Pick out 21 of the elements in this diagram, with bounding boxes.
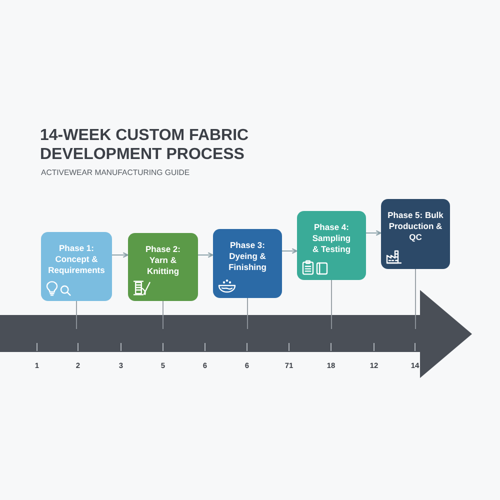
arrow	[366, 230, 382, 236]
arrow	[198, 252, 214, 258]
phase-box	[41, 232, 112, 301]
phase-title: Phase 1: Concept & Requirements	[47, 243, 106, 276]
leader-line	[247, 298, 248, 316]
arrow	[112, 252, 128, 258]
leader-line	[415, 268, 416, 316]
phase-box	[381, 199, 450, 269]
phase-title: Phase 5: Bulk Production & QC	[386, 210, 444, 243]
phase-title: Phase 3: Dyeing & Finishing	[228, 240, 268, 273]
title: 14-WEEK CUSTOM FABRIC DEVELOPMENT PROCESS	[40, 126, 250, 164]
phase-box	[297, 211, 366, 280]
phase-box	[128, 233, 198, 301]
timeline-arrow	[0, 290, 472, 378]
phase-box	[213, 229, 282, 298]
phase-title: Phase 2: Yarn & Knitting	[144, 244, 182, 277]
leader-line	[76, 300, 77, 316]
arrow	[282, 248, 298, 254]
phase-title: Phase 4: Sampling & Testing	[311, 222, 352, 255]
leader-line	[162, 300, 164, 316]
leader-line	[331, 280, 332, 316]
